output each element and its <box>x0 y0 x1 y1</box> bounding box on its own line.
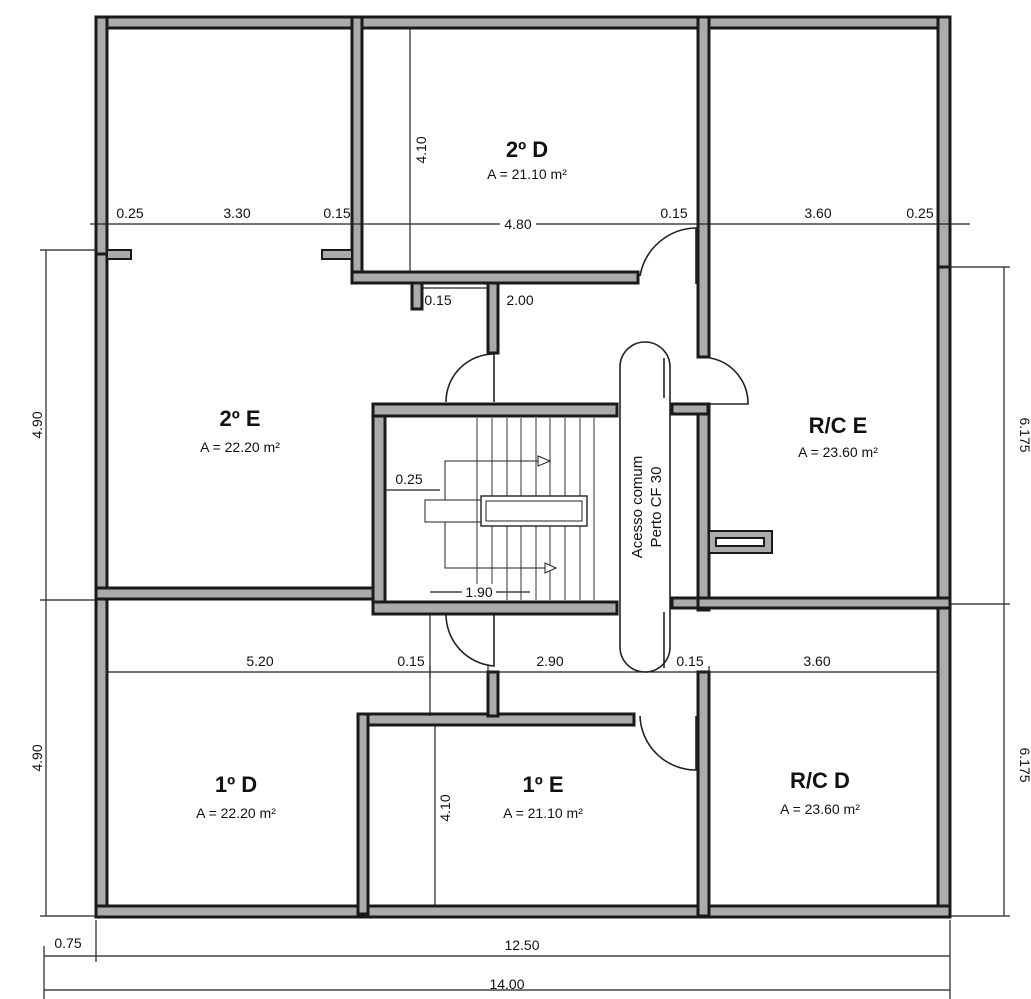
wall-left-upper <box>94 15 109 256</box>
stub-2e-right <box>321 249 353 260</box>
room-1e-name: 1º E <box>522 772 563 797</box>
dim-bot-520: 5.20 <box>246 653 273 669</box>
doors <box>445 227 749 771</box>
duct <box>708 530 773 554</box>
room-rcd-area: A = 23.60 m² <box>780 801 860 817</box>
dim-stair-190: 1.90 <box>465 584 492 600</box>
dim-top-480: 4.80 <box>504 216 531 232</box>
dim-right-6175b: 6.175 <box>1017 747 1031 782</box>
stub-2e-left <box>106 249 132 260</box>
stair-wall-top <box>371 402 619 418</box>
wall-1d-1e <box>356 712 370 916</box>
stub-1e-top <box>486 670 500 718</box>
door-1d <box>445 613 495 667</box>
wall-rce-bottom <box>696 596 952 610</box>
dim-bot-015b: 0.15 <box>676 653 703 669</box>
wall-left-mid <box>94 252 109 598</box>
dim-v-410-top: 4.10 <box>413 136 429 163</box>
dim-base-075: 0.75 <box>54 935 81 951</box>
dim-top-025: 0.25 <box>116 205 143 221</box>
dim-bot-015a: 0.15 <box>397 653 424 669</box>
dim-left-490a: 4.90 <box>29 411 45 438</box>
room-labels: 2º D A = 21.10 m² 2º E A = 22.20 m² R/C … <box>196 137 878 821</box>
dim-top-330: 3.30 <box>223 205 250 221</box>
wall-right-upper <box>936 15 952 269</box>
dim-mid-015: 0.15 <box>424 292 451 308</box>
dim-top-015a: 0.15 <box>323 205 350 221</box>
wall-2e-bottom <box>94 586 376 601</box>
room-2e-area: A = 22.20 m² <box>200 439 280 455</box>
room-rce-area: A = 23.60 m² <box>798 444 878 460</box>
door-2d <box>639 227 697 284</box>
stair-wall-bottom <box>371 600 619 616</box>
room-1e-area: A = 21.10 m² <box>503 805 583 821</box>
dim-bot-290: 2.90 <box>536 653 563 669</box>
room-1d-name: 1º D <box>215 772 257 797</box>
dimension-lines <box>40 28 1010 999</box>
dim-right-6175a: 6.175 <box>1017 417 1031 452</box>
dim-v-410-bot: 4.10 <box>437 794 453 821</box>
interior-walls <box>94 15 952 918</box>
wall-right-mid <box>936 265 952 609</box>
dim-top-015b: 0.15 <box>660 205 687 221</box>
dim-base-1250: 12.50 <box>504 937 539 953</box>
dim-mid-200: 2.00 <box>506 292 533 308</box>
room-1d-area: A = 22.20 m² <box>196 805 276 821</box>
stub-015 <box>410 281 424 311</box>
wall-2d-rce <box>696 15 711 359</box>
wall-1e-rcd <box>696 670 711 918</box>
door-2e <box>445 353 495 403</box>
dim-top-025b: 0.25 <box>906 205 933 221</box>
wall-right-lower <box>936 605 952 919</box>
dimension-text: 0.25 3.30 0.15 4.80 0.15 3.60 0.25 4.10 … <box>29 136 1031 992</box>
room-2e-name: 2º E <box>219 406 260 431</box>
wall-rce-left <box>696 402 711 612</box>
wall-bottom <box>94 904 952 919</box>
dim-stair-025: 0.25 <box>395 471 422 487</box>
room-rcd-name: R/C D <box>790 768 850 793</box>
dim-base-1400: 14.00 <box>489 976 524 992</box>
stub-rce-top <box>670 402 710 416</box>
door-1e <box>639 715 697 771</box>
dim-left-490b: 4.90 <box>29 744 45 771</box>
dim-bot-360: 3.60 <box>803 653 830 669</box>
dim-top-360: 3.60 <box>804 205 831 221</box>
wall-top <box>94 15 952 30</box>
door-rce <box>709 357 749 405</box>
wall-2d-bottom <box>350 270 640 285</box>
room-2d-name: 2º D <box>506 137 548 162</box>
stair-wall-left <box>371 402 387 616</box>
wall-2e-2d <box>350 15 364 274</box>
wall-left-lower <box>94 594 109 918</box>
stairs <box>424 418 595 600</box>
room-rce-name: R/C E <box>809 413 868 438</box>
stub-200 <box>486 281 500 355</box>
room-2d-area: A = 21.10 m² <box>487 166 567 182</box>
